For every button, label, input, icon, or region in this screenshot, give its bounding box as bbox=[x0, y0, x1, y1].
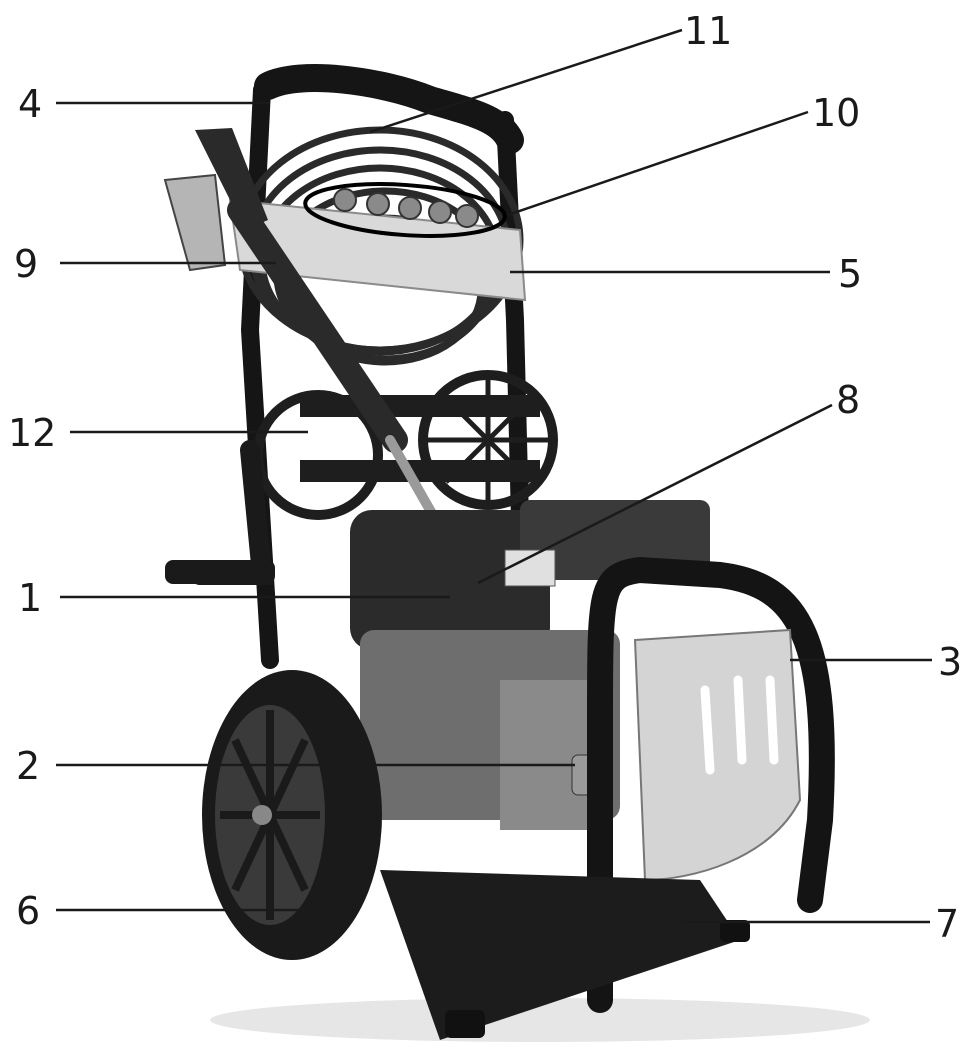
base-foot bbox=[445, 1010, 485, 1038]
wheel-hub bbox=[252, 805, 272, 825]
leader-8 bbox=[477, 403, 833, 585]
callout-12: 12 bbox=[8, 411, 56, 455]
base-foot-right bbox=[720, 920, 750, 942]
spray-gun-body bbox=[227, 197, 408, 453]
guard-slots bbox=[700, 675, 779, 775]
engine-label-sticker bbox=[504, 549, 556, 587]
ground-shadow bbox=[210, 998, 870, 1042]
callout-3: 3 bbox=[938, 640, 962, 684]
callout-10: 10 bbox=[812, 91, 860, 135]
nozzle-panel bbox=[228, 198, 527, 302]
gun-holster bbox=[163, 173, 227, 272]
leader-10 bbox=[507, 110, 809, 217]
reel-crank bbox=[190, 440, 274, 585]
reel-crossbar-top bbox=[300, 395, 540, 417]
nozzle-tips bbox=[333, 188, 479, 228]
callout-5: 5 bbox=[838, 252, 862, 296]
pump-housing bbox=[500, 680, 590, 830]
callout-8: 8 bbox=[836, 378, 860, 422]
top-handle bbox=[254, 64, 524, 154]
callout-2: 2 bbox=[16, 744, 40, 788]
nozzle-highlight-ring bbox=[303, 182, 507, 238]
reel-wheel-right bbox=[418, 370, 558, 510]
callout-11: 11 bbox=[684, 9, 732, 53]
callout-7: 7 bbox=[935, 902, 959, 946]
callout-numbers: 4 11 10 9 5 12 8 1 3 2 6 7 bbox=[8, 9, 962, 946]
callout-6: 6 bbox=[16, 889, 40, 933]
pressure-washer-illustration bbox=[163, 64, 870, 1042]
base-frame bbox=[380, 870, 740, 1040]
callout-9: 9 bbox=[14, 242, 38, 286]
engine-fuel-tank bbox=[350, 510, 550, 650]
crank-grip bbox=[165, 560, 275, 584]
leader-11 bbox=[369, 28, 683, 134]
front-handle bbox=[587, 556, 835, 1013]
callout-4: 4 bbox=[18, 82, 42, 126]
reel-crossbar-bottom bbox=[300, 460, 540, 482]
callout-1: 1 bbox=[18, 576, 42, 620]
callout-leaders bbox=[56, 28, 932, 924]
